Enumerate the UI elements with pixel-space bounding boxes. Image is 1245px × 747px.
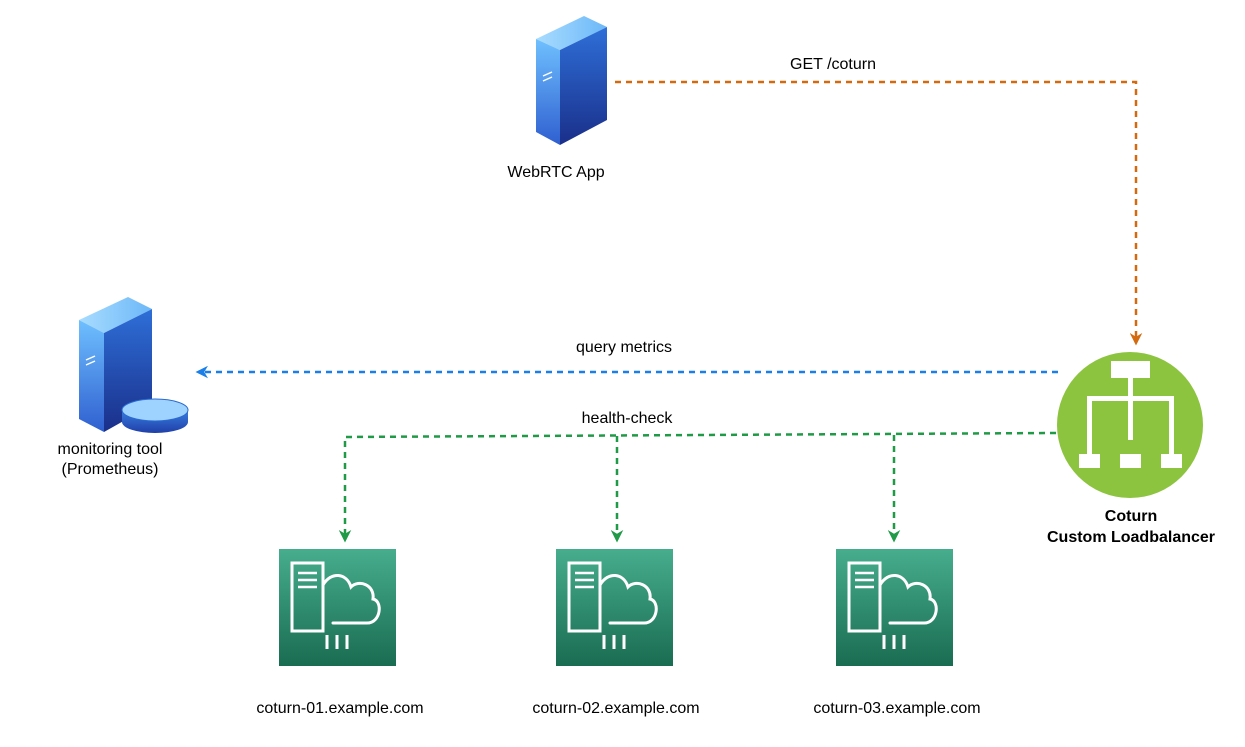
database-server-icon <box>79 297 189 433</box>
edge-health-check <box>338 431 1057 543</box>
server-tower-icon <box>536 16 607 145</box>
node-label-monitoring-line1: monitoring tool <box>57 441 163 458</box>
edge-label-get-coturn: GET /coturn <box>790 56 876 73</box>
node-label-webrtc-app: WebRTC App <box>507 164 605 181</box>
node-label-coturn-01: coturn-01.example.com <box>256 700 424 717</box>
node-label-monitoring-line2: (Prometheus) <box>61 461 159 478</box>
server-cloud-icon <box>556 549 673 666</box>
node-label-coturn-03: coturn-03.example.com <box>813 700 981 717</box>
node-label-loadbalancer-line1: Coturn <box>1104 508 1158 525</box>
server-cloud-icon <box>836 549 953 666</box>
node-label-coturn-02: coturn-02.example.com <box>532 700 700 717</box>
edge-get-coturn <box>615 80 1143 346</box>
edge-label-health-check: health-check <box>581 410 673 427</box>
server-cloud-icon <box>279 549 396 666</box>
node-label-loadbalancer-line2: Custom Loadbalancer <box>1046 529 1216 546</box>
edge-label-query-metrics: query metrics <box>575 339 673 356</box>
load-balancer-icon <box>1057 352 1203 498</box>
